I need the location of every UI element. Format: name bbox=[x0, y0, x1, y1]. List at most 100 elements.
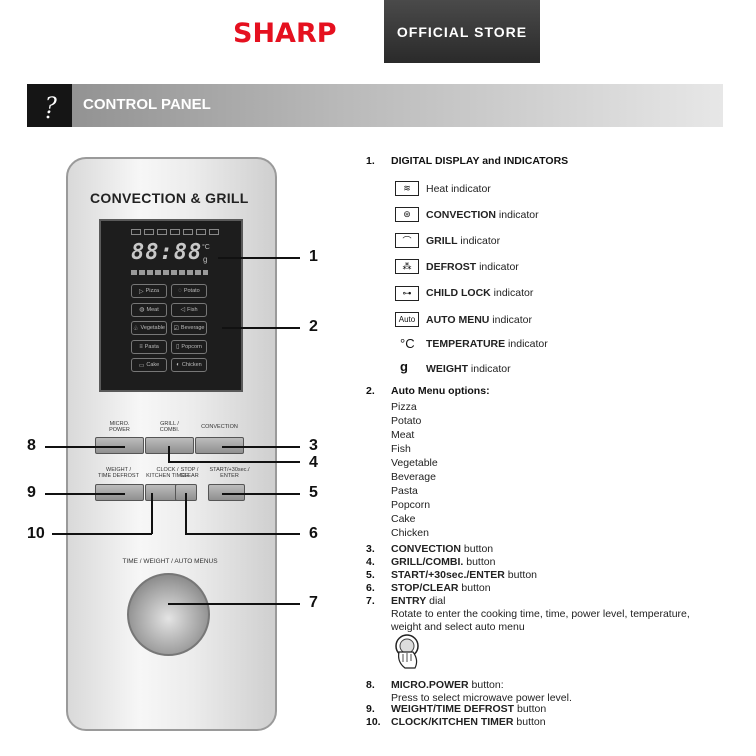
svg-text:?: ? bbox=[45, 94, 57, 119]
defrost-icon: ⁂ bbox=[395, 259, 419, 274]
menu-button-beverage[interactable]: ☑Beverage bbox=[171, 321, 207, 335]
indicator-convection: CONVECTION indicator bbox=[426, 209, 539, 221]
leader-line-1 bbox=[218, 257, 300, 259]
item-4-text: GRILL/COMBI. button bbox=[391, 556, 496, 568]
item-9-text: WEIGHT/TIME DEFROST button bbox=[391, 703, 547, 715]
auto-icon: Auto bbox=[395, 312, 419, 327]
section-header-bar bbox=[27, 84, 723, 127]
option-meat: Meat bbox=[391, 429, 415, 441]
callout-5: 5 bbox=[309, 484, 318, 501]
item-1-number: 1. bbox=[366, 155, 375, 167]
item-8-number: 8. bbox=[366, 679, 375, 691]
weight-time-defrost-button[interactable] bbox=[95, 484, 144, 501]
leader-line-6-vertical bbox=[185, 493, 187, 534]
indicator-defrost: DEFROST indicator bbox=[426, 261, 519, 273]
dial-label: TIME / WEIGHT / AUTO MENUS bbox=[122, 558, 218, 565]
callout-1: 1 bbox=[309, 248, 318, 265]
menu-button-cake[interactable]: ▭Cake bbox=[131, 358, 167, 372]
leader-line-10-vertical bbox=[151, 493, 153, 534]
panel-model-title: CONVECTION & GRILL bbox=[90, 190, 249, 206]
power-level-bar bbox=[131, 270, 208, 275]
leader-line-6 bbox=[185, 533, 300, 535]
indicator-grill: GRILL indicator bbox=[426, 235, 501, 247]
option-beverage: Beverage bbox=[391, 471, 436, 483]
micro-power-button[interactable] bbox=[95, 437, 144, 454]
callout-2: 2 bbox=[309, 318, 318, 335]
indicator-auto-menu: AUTO MENU indicator bbox=[426, 314, 532, 326]
display-digits: 88:88 bbox=[131, 240, 203, 265]
leader-line-3 bbox=[222, 446, 300, 448]
menu-button-potato[interactable]: ◌Potato bbox=[171, 284, 207, 298]
item-1-title: DIGITAL DISPLAY and INDICATORS bbox=[391, 155, 569, 167]
option-vegetable: Vegetable bbox=[391, 457, 438, 469]
item-5-number: 5. bbox=[366, 569, 375, 581]
item-6-text: STOP/CLEAR button bbox=[391, 582, 491, 594]
convection-icon: ⊛ bbox=[395, 207, 419, 222]
stop-clear-label: STOP / CLEAR bbox=[180, 467, 199, 480]
callout-10: 10 bbox=[27, 525, 45, 542]
item-5-text: START/+30sec./ENTER button bbox=[391, 569, 538, 581]
callout-7: 7 bbox=[309, 594, 318, 611]
start-enter-button[interactable] bbox=[208, 484, 245, 501]
section-title: CONTROL PANEL bbox=[83, 96, 211, 113]
item-9-number: 9. bbox=[366, 703, 375, 715]
leader-line-9 bbox=[45, 493, 125, 495]
callout-3: 3 bbox=[309, 437, 318, 454]
menu-button-pasta[interactable]: ≡Pasta bbox=[131, 339, 167, 354]
auto-menu-grid: ▷Pizza ◌Potato ◍Meat ◁Fish ♧Vegetable ☑B… bbox=[131, 284, 207, 372]
info-icon: ? bbox=[27, 84, 72, 127]
item-3-text: CONVECTION button bbox=[391, 543, 494, 555]
leader-line-4 bbox=[168, 461, 300, 463]
child-lock-icon: ⊶ bbox=[395, 286, 419, 301]
option-fish: Fish bbox=[391, 443, 411, 455]
item-2-number: 2. bbox=[366, 385, 375, 397]
temperature-icon: °C bbox=[400, 336, 415, 351]
item-2-title: Auto Menu options: bbox=[391, 385, 490, 397]
item-4-number: 4. bbox=[366, 556, 375, 568]
item-10-number: 10. bbox=[366, 716, 381, 728]
convection-button[interactable] bbox=[195, 437, 244, 454]
menu-button-chicken[interactable]: ◐Chicken bbox=[171, 358, 207, 372]
item-7-description: Rotate to enter the cooking time, time, … bbox=[391, 608, 690, 633]
grill-combi-label: GRILL / COMBI. bbox=[159, 421, 180, 434]
item-3-number: 3. bbox=[366, 543, 375, 555]
heat-icon: ≋ bbox=[395, 181, 419, 196]
leader-line-5 bbox=[222, 493, 300, 495]
leader-line-10 bbox=[52, 533, 152, 535]
menu-button-fish[interactable]: ◁Fish bbox=[171, 302, 207, 317]
item-7-text: ENTRY dial bbox=[391, 595, 446, 607]
leader-line-2 bbox=[222, 327, 300, 329]
weight-icon: g bbox=[400, 359, 408, 374]
option-pizza: Pizza bbox=[391, 401, 417, 413]
callout-4: 4 bbox=[309, 454, 318, 471]
sharp-logo: SHARP bbox=[233, 18, 337, 49]
option-popcorn: Popcorn bbox=[391, 499, 431, 511]
menu-button-pizza[interactable]: ▷Pizza bbox=[131, 284, 167, 298]
callout-9: 9 bbox=[27, 484, 36, 501]
leader-line-4-vertical bbox=[168, 446, 170, 462]
micro-power-label: MICRO. POWER bbox=[109, 421, 130, 434]
item-7-number: 7. bbox=[366, 595, 375, 607]
menu-button-meat[interactable]: ◍Meat bbox=[131, 302, 167, 317]
option-chicken: Chicken bbox=[391, 527, 429, 539]
display-unit-gram: g bbox=[203, 255, 208, 264]
convection-label: CONVECTION bbox=[201, 424, 238, 430]
start-enter-label: START/+30sec./ ENTER bbox=[209, 467, 250, 480]
item-6-number: 6. bbox=[366, 582, 375, 594]
indicator-temperature: TEMPERATURE indicator bbox=[426, 338, 548, 350]
menu-button-vegetable[interactable]: ♧Vegetable bbox=[131, 321, 167, 335]
menu-button-popcorn[interactable]: ▯Popcorn bbox=[171, 339, 207, 354]
indicator-child-lock: CHILD LOCK indicator bbox=[426, 287, 534, 299]
leader-line-8 bbox=[45, 446, 125, 448]
grill-icon: ⌒ bbox=[395, 233, 419, 248]
clock-kitchen-timer-label: CLOCK / KITCHEN TIMER bbox=[146, 467, 189, 480]
indicator-heat: Heat indicator bbox=[426, 183, 491, 195]
item-10-text: CLOCK/KITCHEN TIMER button bbox=[391, 716, 546, 728]
leader-line-7 bbox=[168, 603, 300, 605]
display-unit-celsius: °C bbox=[202, 244, 210, 251]
entry-dial[interactable] bbox=[127, 573, 210, 656]
item-8-text: MICRO.POWER button: bbox=[391, 679, 504, 691]
weight-time-defrost-label: WEIGHT / TIME DEFROST bbox=[98, 467, 139, 480]
callout-8: 8 bbox=[27, 437, 36, 454]
official-store-badge: OFFICIAL STORE bbox=[384, 0, 540, 63]
